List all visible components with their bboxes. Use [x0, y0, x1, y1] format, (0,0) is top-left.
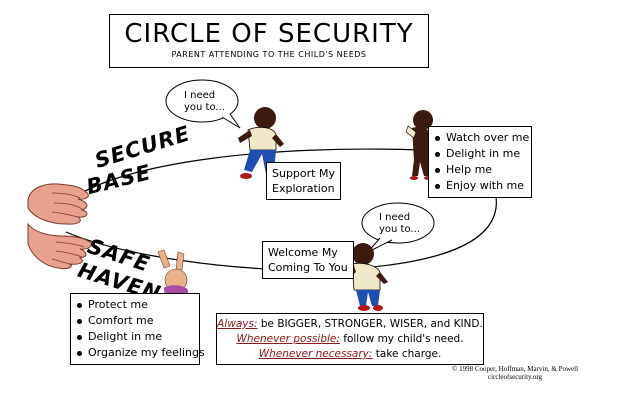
whenever-possible-text: follow my child's need.	[339, 333, 464, 345]
whenever-possible-keyword: Whenever possible:	[236, 333, 340, 345]
whenever-necessary-text: take charge.	[372, 348, 442, 360]
principle-whenever-possible: Whenever possible: follow my child's nee…	[217, 332, 483, 347]
whenever-necessary-keyword: Whenever necessary:	[258, 348, 373, 360]
support-line2: Exploration	[272, 182, 335, 195]
principle-whenever-necessary: Whenever necessary: take charge.	[217, 347, 483, 362]
diagram-subtitle: PARENT ATTENDING TO THE CHILD'S NEEDS	[171, 50, 367, 59]
copyright-url: circleofsecurity.org	[488, 373, 543, 381]
copyright-notice: © 1998 Cooper, Hoffman, Marvin, & Powell…	[452, 365, 578, 381]
support-exploration-box: Support My Exploration	[266, 162, 341, 200]
speech-bubble-1-line2: you to...	[184, 102, 225, 113]
speech-bubble-2-line2: you to...	[379, 224, 420, 235]
always-text: be BIGGER, STRONGER, WISER, and KIND.	[257, 318, 483, 330]
circle-loop	[65, 148, 497, 271]
list-item: Organize my feelings	[75, 345, 205, 361]
principle-always: Always: be BIGGER, STRONGER, WISER, and …	[217, 317, 483, 332]
list-item: Comfort me	[75, 313, 193, 329]
bottom-needs-list: Protect me Comfort me Delight in me Orga…	[70, 293, 205, 365]
speech-bubble-1	[165, 79, 241, 129]
support-line1: Support My	[272, 167, 335, 180]
list-item: Delight in me	[75, 329, 193, 345]
diagram-title: CIRCLE OF SECURITY	[124, 19, 414, 49]
speech-bubble-2-text: I need you to...	[379, 212, 420, 236]
welcome-coming-box: Welcome My Coming To You	[262, 241, 354, 279]
top-needs-list: Watch over me Delight in me Help me Enjo…	[428, 126, 532, 198]
always-keyword: Always:	[217, 318, 258, 330]
upper-hand-illustration	[27, 183, 89, 225]
list-item: Watch over me	[433, 130, 529, 146]
welcome-line1: Welcome My	[268, 246, 338, 259]
speech-bubble-2-line1: I need	[379, 212, 411, 223]
list-item: Delight in me	[433, 146, 525, 162]
child-standing-illustration	[405, 110, 433, 180]
toddler-returning-illustration	[344, 243, 388, 311]
copyright-line1: © 1998 Cooper, Hoffman, Marvin, & Powell	[452, 365, 579, 373]
parenting-principles-box: Always: be BIGGER, STRONGER, WISER, and …	[216, 313, 484, 365]
speech-bubble-1-text: I need you to...	[184, 90, 225, 114]
lower-hand-illustration	[27, 222, 92, 270]
list-item: Protect me	[75, 297, 193, 313]
list-item: Help me	[433, 162, 525, 178]
speech-bubble-1-line1: I need	[184, 90, 216, 101]
list-item: Enjoy with me	[433, 178, 525, 194]
welcome-line2: Coming To You	[268, 261, 348, 274]
title-box: CIRCLE OF SECURITY PARENT ATTENDING TO T…	[109, 14, 429, 68]
